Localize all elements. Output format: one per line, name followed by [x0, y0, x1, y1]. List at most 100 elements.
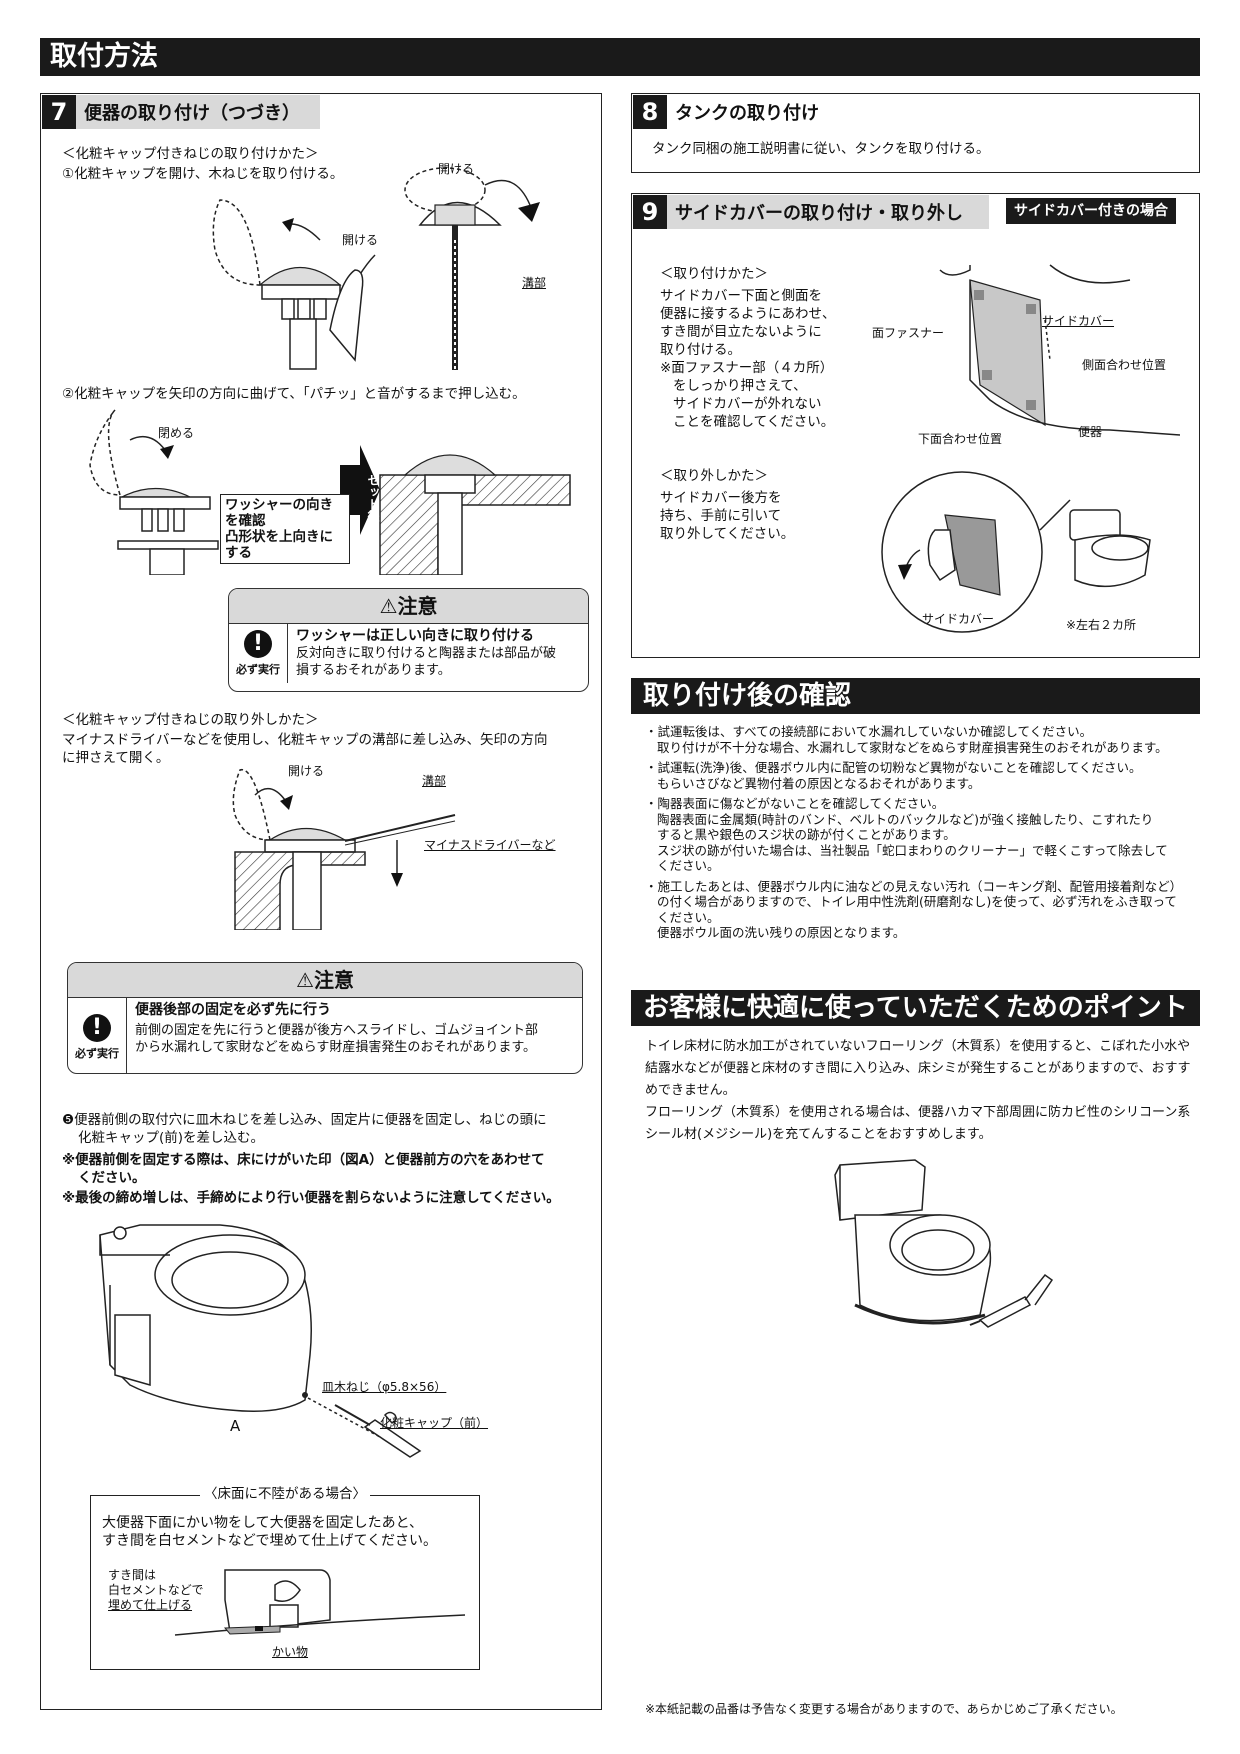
uneven-gap-3: 埋めて仕上げる	[108, 1598, 193, 1612]
label-cap-front: 化粧キャップ（前）	[380, 1416, 489, 1430]
label-bottom-align: 下面合わせ位置	[918, 432, 1003, 446]
label-screw: 皿木ねじ（φ5.8×56）	[322, 1380, 447, 1394]
check-item-4-line-2: の付く場合がありますので、トイレ用中性洗剤(研磨剤なし)を使って、必ず汚れをふき…	[657, 894, 1177, 909]
check-item-4-line-3: ください。	[657, 909, 720, 925]
check-title-bar: 取り付け後の確認	[631, 678, 1200, 714]
caution-1-body-1: 反対向きに取り付けると陶器または部品が破	[296, 646, 557, 661]
uneven-text-2: すき間を白セメントなどで埋めて仕上げてください。	[102, 1533, 438, 1549]
uneven-gap-1: すき間は	[108, 1568, 157, 1582]
step9-remove-2: 持ち、手前に引いて	[660, 508, 782, 524]
sidecover-remove-figure	[881, 471, 1151, 633]
step9-panel	[631, 193, 1200, 658]
cap-close-figure	[89, 409, 571, 575]
label-groove-2: 溝部	[422, 774, 447, 788]
step7-title: 便器の取り付け（つづき）	[84, 103, 300, 124]
exclamation-icon: !	[83, 1013, 111, 1042]
page-title: 取付方法	[40, 38, 1200, 76]
uneven-floor-figure	[174, 1569, 466, 1636]
caution-1-icon: ! 必ず実行	[229, 624, 288, 683]
caution-1-title: ⚠注意	[229, 589, 588, 624]
check-item-3-line-1: ・陶器表面に傷などがないことを確認してください。	[645, 796, 945, 811]
step9-attach-heading: ＜取り付けかた＞	[660, 266, 768, 282]
label-open-3: 開ける	[288, 764, 325, 778]
cap-remove-figure	[232, 769, 456, 930]
label-a: A	[230, 1417, 241, 1435]
caution-2-body-2: から水漏れして家財などをぬらす財産損害発生のおそれがあります。	[135, 1040, 537, 1055]
check-item-3-line-2: 陶器表面に金属類(時計のバンド、ベルトのバックルなど)が強く接触したり、こすれた…	[657, 811, 1154, 827]
washer-note-4: する	[225, 545, 252, 561]
exclamation-icon: !	[244, 630, 272, 658]
step9-attach-5: ※面ファスナー部（４カ所）	[660, 360, 834, 376]
remove-text-2: に押さえて開く。	[62, 750, 170, 766]
step8-title: タンクの取り付け	[675, 103, 819, 124]
check-item-4-line-1: ・施工したあとは、便器ボウル内に油などの見えない汚れ（コーキング剤、配管用接着剤…	[645, 878, 1183, 894]
note-2: ※最後の締め増しは、手締めにより行い便器を割らないように注意してください。	[62, 1190, 560, 1206]
step9-attach-6: をしっかり押さえて、	[673, 378, 807, 394]
caution-1-head: ワッシャーは正しい向きに取り付ける	[296, 628, 534, 644]
check-item-4-line-4: 便器ボウル面の洗い残りの原因となります。	[657, 925, 906, 940]
step9-attach-2: 便器に接するようにあわせ、	[660, 306, 836, 322]
caution-2-icon: ! 必ず実行	[68, 998, 127, 1073]
label-side-align: 側面合わせ位置	[1082, 358, 1167, 372]
label-sidecover: サイドカバー	[1042, 314, 1115, 328]
caution-2-icon-label: 必ず実行	[75, 1046, 119, 1060]
washer-note-2: を確認	[225, 513, 266, 529]
cap-open-figure	[212, 167, 540, 370]
step7-number: 7	[42, 95, 76, 129]
step8-text: タンク同梱の施工説明書に従い、タンクを取り付ける。	[652, 141, 990, 157]
step9-attach-8: ことを確認してください。	[673, 414, 835, 430]
toilet-sealant-figure	[834, 1159, 1054, 1328]
label-sidecover-2: サイドカバー	[922, 612, 995, 626]
check-item-1-line-1: ・試運転後は、すべての接続部において水漏れしていないか確認してください。	[645, 724, 1093, 739]
step9-attach-3: すき間が目立たないように	[660, 324, 822, 340]
label-driver: マイナスドライバーなど	[424, 838, 556, 852]
label-fastener: 面ファスナー	[872, 326, 945, 340]
uneven-gap-2: 白セメントなどで	[108, 1583, 204, 1597]
uneven-shim: かい物	[272, 1645, 309, 1659]
caution-2-title: ⚠注意	[68, 963, 582, 998]
check-item-1-line-2: 取り付けが不十分な場合、水漏れして家財などをぬらす財産損害発生のおそれがあります…	[657, 739, 1168, 755]
step9-remove-heading: ＜取り外しかた＞	[660, 468, 768, 484]
step8-panel	[631, 93, 1200, 173]
bowl-fix-figure	[99, 1224, 422, 1458]
check-item-1: ・試運転後は、すべての接続部において水漏れしていないか確認してください。 取り付…	[645, 724, 1200, 755]
check-list: ・試運転後は、すべての接続部において水漏れしていないか確認してください。 取り付…	[645, 724, 1200, 941]
check-item-2: ・試運転(洗浄)後、便器ボウル内に配管の切粉など異物がないことを確認してください…	[645, 760, 1200, 791]
step9-attach-1: サイドカバー下面と側面を	[660, 288, 822, 304]
remove-heading: ＜化粧キャップ付きねじの取り外しかた＞	[62, 712, 319, 728]
attach-step1: ①化粧キャップを開け、木ねじを取り付ける。	[62, 166, 344, 182]
step9-title: サイドカバーの取り付け・取り外し	[675, 203, 963, 224]
caution-2-head: 便器後部の固定を必ず先に行う	[135, 1002, 331, 1018]
tips-p2-1: フローリング（木質系）を使用される場合は、便器ハカマ下部周囲に防カビ性のシリコー…	[645, 1105, 1191, 1120]
remove-text-1: マイナスドライバーなどを使用し、化粧キャップの溝部に差し込み、矢印の方向	[62, 732, 548, 748]
after-set-label: セット後	[366, 474, 380, 522]
step9-remove-1: サイドカバー後方を	[660, 490, 782, 506]
step9-remove-3: 取り外してください。	[660, 526, 795, 542]
front-fix-1: ❺便器前側の取付穴に皿木ねじを差し込み、固定片に便器を固定し、ねじの頭に	[62, 1112, 547, 1128]
front-fix-2: 化粧キャップ(前)を差し込む。	[78, 1130, 265, 1146]
note-1-line-1: ※便器前側を固定する際は、床にけがいた印（図A）と便器前方の穴をあわせて	[62, 1152, 545, 1168]
label-open-2: 開ける	[342, 233, 379, 247]
step7-header: 7 便器の取り付け（つづき）	[42, 95, 320, 129]
washer-note-1: ワッシャーの向き	[225, 497, 333, 513]
label-bowl: 便器	[1078, 425, 1103, 439]
caution-2-body-1: 前側の固定を先に行うと便器が後方へスライドし、ゴムジョイント部	[135, 1023, 539, 1038]
step9-tag: サイドカバー付きの場合	[1006, 198, 1176, 224]
check-item-3-line-4: スジ状の跡が付いた場合は、当社製品「蛇口まわりのクリーナー」で軽くこすって除去し…	[657, 842, 1168, 858]
step9-header: 9 サイドカバーの取り付け・取り外し	[633, 195, 989, 229]
label-open-1: 開ける	[438, 162, 475, 176]
tips-p2-2: シール材(メジシール)を充てんすることをおすすめします。	[645, 1127, 992, 1142]
washer-note-3: 凸形状を上向きに	[225, 529, 333, 545]
label-groove-1: 溝部	[522, 276, 547, 290]
uneven-title: 〈床面に不陸がある場合〉	[200, 1486, 370, 1503]
caution-1-icon-label: 必ず実行	[236, 663, 280, 676]
caution-1-body-2: 損するおそれがあります。	[296, 663, 451, 678]
check-item-4: ・施工したあとは、便器ボウル内に油などの見えない汚れ（コーキング剤、配管用接着剤…	[645, 879, 1200, 941]
label-both-sides: ※左右２カ所	[1066, 618, 1137, 632]
tips-p1-2: 結露水などが便器と床材のすき間に入り込み、床シミが発生することがありますので、お…	[645, 1061, 1191, 1076]
step8-header: 8 タンクの取り付け	[633, 95, 819, 129]
step9-attach-7: サイドカバーが外れない	[673, 396, 822, 412]
note-1-line-2: ください。	[78, 1170, 146, 1186]
check-item-3: ・陶器表面に傷などがないことを確認してください。 陶器表面に金属類(時計のバンド…	[645, 796, 1200, 874]
check-item-3-line-5: ください。	[657, 858, 720, 873]
